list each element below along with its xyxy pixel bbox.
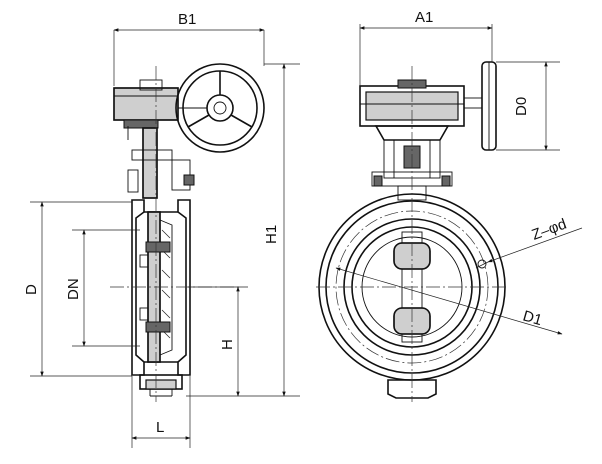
handwheel-side bbox=[175, 63, 265, 153]
label-l: L bbox=[156, 419, 164, 436]
label-a1: A1 bbox=[415, 9, 433, 26]
valve-body-side bbox=[131, 199, 191, 376]
handwheel-front bbox=[481, 61, 497, 151]
label-d1: D1 bbox=[521, 308, 544, 330]
label-dn: DN bbox=[65, 278, 82, 300]
label-h: H bbox=[219, 339, 236, 350]
label-d: D bbox=[23, 284, 40, 295]
front-view bbox=[316, 61, 508, 402]
dimensions-side bbox=[30, 28, 300, 448]
dimensions-front bbox=[335, 24, 583, 335]
label-d0: D0 bbox=[513, 97, 530, 116]
label-b1: B1 bbox=[178, 11, 196, 28]
label-h1: H1 bbox=[263, 225, 280, 244]
side-view bbox=[110, 63, 265, 402]
